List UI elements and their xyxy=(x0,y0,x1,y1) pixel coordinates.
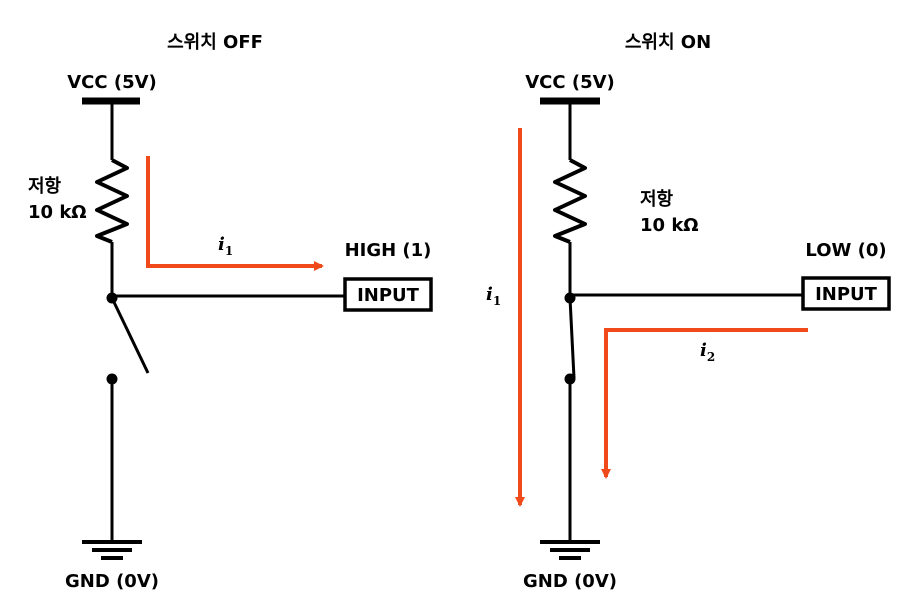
left-input-box xyxy=(343,277,433,312)
right-current1-label: i1 xyxy=(486,284,501,308)
left-current-arrow xyxy=(146,156,324,271)
left-current-label: i1 xyxy=(218,234,233,258)
left-gnd-label: GND (0V) xyxy=(65,571,159,592)
left-ground-icon xyxy=(82,540,142,560)
right-vcc-label: VCC (5V) xyxy=(525,72,615,93)
right-gnd-label: GND (0V) xyxy=(523,571,617,592)
left-circuit: 스위치 OFF VCC (5V) GND (0V) 저항 10 kΩ I xyxy=(28,32,433,592)
right-state-label: LOW (0) xyxy=(805,240,886,261)
left-resistor-value: 10 kΩ xyxy=(28,202,87,223)
right-title: 스위치 ON xyxy=(625,32,711,53)
left-state-label: HIGH (1) xyxy=(345,240,432,261)
right-input-box xyxy=(801,276,891,311)
left-resistor-label: 저항 xyxy=(28,176,62,197)
right-resistor xyxy=(553,158,587,244)
right-resistor-value: 10 kΩ xyxy=(640,215,699,236)
left-vcc-label: VCC (5V) xyxy=(67,72,157,93)
left-input-label: INPUT xyxy=(357,285,420,306)
left-switch-arm xyxy=(110,297,150,374)
right-switch-arm xyxy=(568,297,576,379)
right-input-label: INPUT xyxy=(815,284,878,305)
right-current2-label: i2 xyxy=(700,340,715,364)
right-current2-arrow xyxy=(601,328,808,479)
left-title: 스위치 OFF xyxy=(167,32,263,53)
right-resistor-label: 저항 xyxy=(640,189,674,210)
right-circuit: 스위치 ON VCC (5V) GND (0V) 저항 10 kΩ INPUT … xyxy=(486,32,891,592)
left-resistor xyxy=(95,158,129,244)
right-ground-icon xyxy=(540,540,600,560)
